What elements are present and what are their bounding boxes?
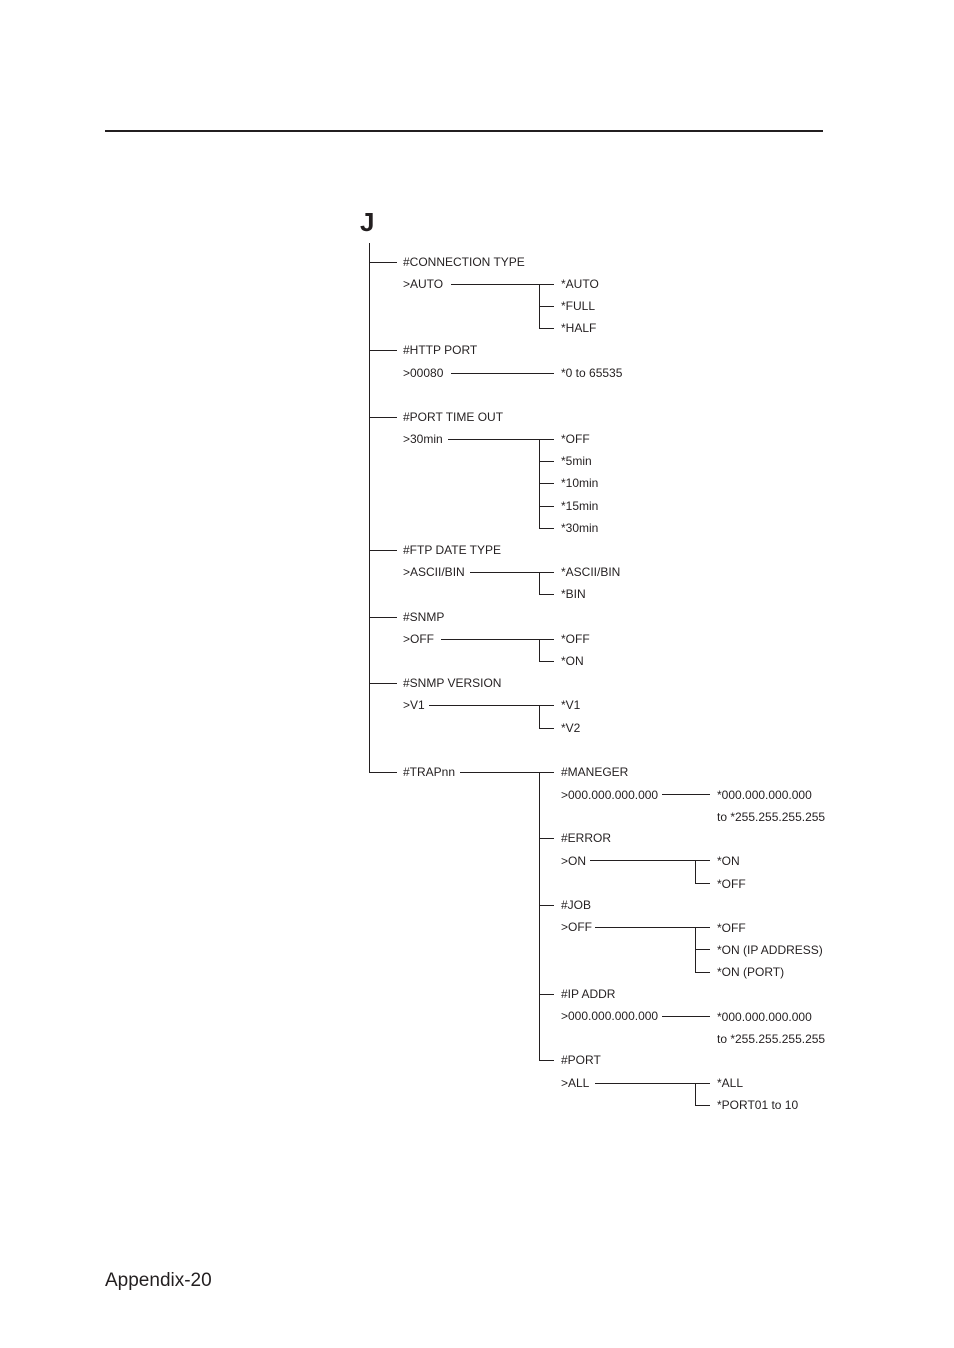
branch-line — [369, 683, 397, 684]
option-tick — [539, 328, 554, 329]
option-bracket-line — [539, 705, 540, 728]
branch-line — [369, 262, 397, 263]
menu-item-name: #HTTP PORT — [403, 343, 478, 357]
menu-item-name: #FTP DATE TYPE — [403, 543, 502, 557]
option-bracket-line — [539, 639, 540, 661]
header-rule — [105, 130, 823, 132]
submenu-item-value: >000.000.000.000 — [561, 788, 659, 802]
option-tick — [539, 728, 554, 729]
option-label: *ASCII/BIN — [561, 565, 621, 579]
branch-line — [369, 350, 397, 351]
option-bracket-line — [695, 860, 696, 883]
option-label: *000.000.000.000 — [717, 1010, 812, 1024]
submenu-item-value: >ON — [561, 854, 587, 868]
option-label: *OFF — [717, 921, 746, 935]
option-label: to *255.255.255.255 — [717, 810, 826, 824]
option-label: *0 to 65535 — [561, 366, 623, 380]
submenu-item-name: #PORT — [561, 1053, 601, 1067]
option-tick — [695, 1105, 710, 1106]
menu-item-value: >ASCII/BIN — [403, 565, 465, 579]
menu-item-value: >OFF — [403, 632, 435, 646]
option-label: *OFF — [717, 877, 746, 891]
menu-item-value: >30min — [403, 432, 443, 446]
option-label: *V1 — [561, 698, 581, 712]
option-tick — [695, 949, 710, 950]
sub-branch-tick — [539, 1060, 554, 1061]
trap-trunk-line — [539, 772, 540, 1060]
value-connector-line — [451, 284, 554, 285]
option-tick — [539, 528, 554, 529]
menu-item-name: #PORT TIME OUT — [403, 410, 504, 424]
value-connector-line — [595, 927, 710, 928]
option-label: *PORT01 to 10 — [717, 1098, 799, 1112]
value-connector-line — [590, 860, 710, 861]
option-tick — [539, 594, 554, 595]
branch-line — [369, 772, 397, 773]
option-label: *BIN — [561, 587, 586, 601]
menu-item-value: >AUTO — [403, 277, 444, 291]
main-trunk-line — [369, 243, 370, 773]
option-tick — [539, 661, 554, 662]
section-letter: J — [360, 207, 375, 237]
menu-item-value: >00080 — [403, 366, 444, 380]
option-label: *OFF — [561, 432, 590, 446]
value-connector-line — [595, 1083, 710, 1084]
option-label: *ALL — [717, 1076, 744, 1090]
option-bracket-line — [695, 1083, 696, 1105]
option-label: to *255.255.255.255 — [717, 1032, 826, 1046]
branch-line — [369, 617, 397, 618]
option-label: *ON — [717, 854, 740, 868]
menu-item-value: >V1 — [403, 698, 425, 712]
submenu-item-value: >000.000.000.000 — [561, 1009, 659, 1023]
value-connector-line — [429, 705, 554, 706]
option-label: *FULL — [561, 299, 596, 313]
menu-item-name: #SNMP — [403, 610, 445, 624]
option-tick — [539, 306, 554, 307]
option-label: *HALF — [561, 321, 597, 335]
sub-branch-tick — [539, 838, 554, 839]
option-label: *15min — [561, 499, 599, 513]
value-connector-line — [470, 572, 554, 573]
submenu-item-value: >OFF — [561, 920, 593, 934]
option-label: *ON (IP ADDRESS) — [717, 943, 823, 957]
trap-connector-line — [460, 772, 554, 773]
value-connector-line — [451, 373, 554, 374]
option-tick — [539, 483, 554, 484]
option-tick — [695, 883, 710, 884]
option-label: *5min — [561, 454, 592, 468]
option-tick — [539, 506, 554, 507]
option-tick — [695, 972, 710, 973]
submenu-item-name: #JOB — [561, 898, 592, 912]
option-label: *AUTO — [561, 277, 599, 291]
branch-line — [369, 550, 397, 551]
menu-item-name: #CONNECTION TYPE — [403, 255, 525, 269]
option-label: *ON (PORT) — [717, 965, 785, 979]
menu-item-name: #TRAPnn — [403, 765, 456, 779]
value-connector-line — [662, 1016, 710, 1017]
option-bracket-line — [539, 572, 540, 594]
menu-item-name: #SNMP VERSION — [403, 676, 502, 690]
option-label: *V2 — [561, 721, 581, 735]
value-connector-line — [441, 639, 554, 640]
submenu-item-name: #ERROR — [561, 831, 612, 845]
option-label: *30min — [561, 521, 599, 535]
option-tick — [539, 461, 554, 462]
option-label: *10min — [561, 476, 599, 490]
page-footer-label: Appendix-20 — [105, 1270, 212, 1291]
submenu-item-name: #MANEGER — [561, 765, 629, 779]
sub-branch-tick — [539, 994, 554, 995]
branch-line — [369, 417, 397, 418]
submenu-item-value: >ALL — [561, 1076, 590, 1090]
value-connector-line — [662, 794, 710, 795]
option-label: *OFF — [561, 632, 590, 646]
sub-branch-tick — [539, 905, 554, 906]
value-connector-line — [448, 439, 554, 440]
option-label: *ON — [561, 654, 584, 668]
option-label: *000.000.000.000 — [717, 788, 812, 802]
submenu-item-name: #IP ADDR — [561, 987, 616, 1001]
